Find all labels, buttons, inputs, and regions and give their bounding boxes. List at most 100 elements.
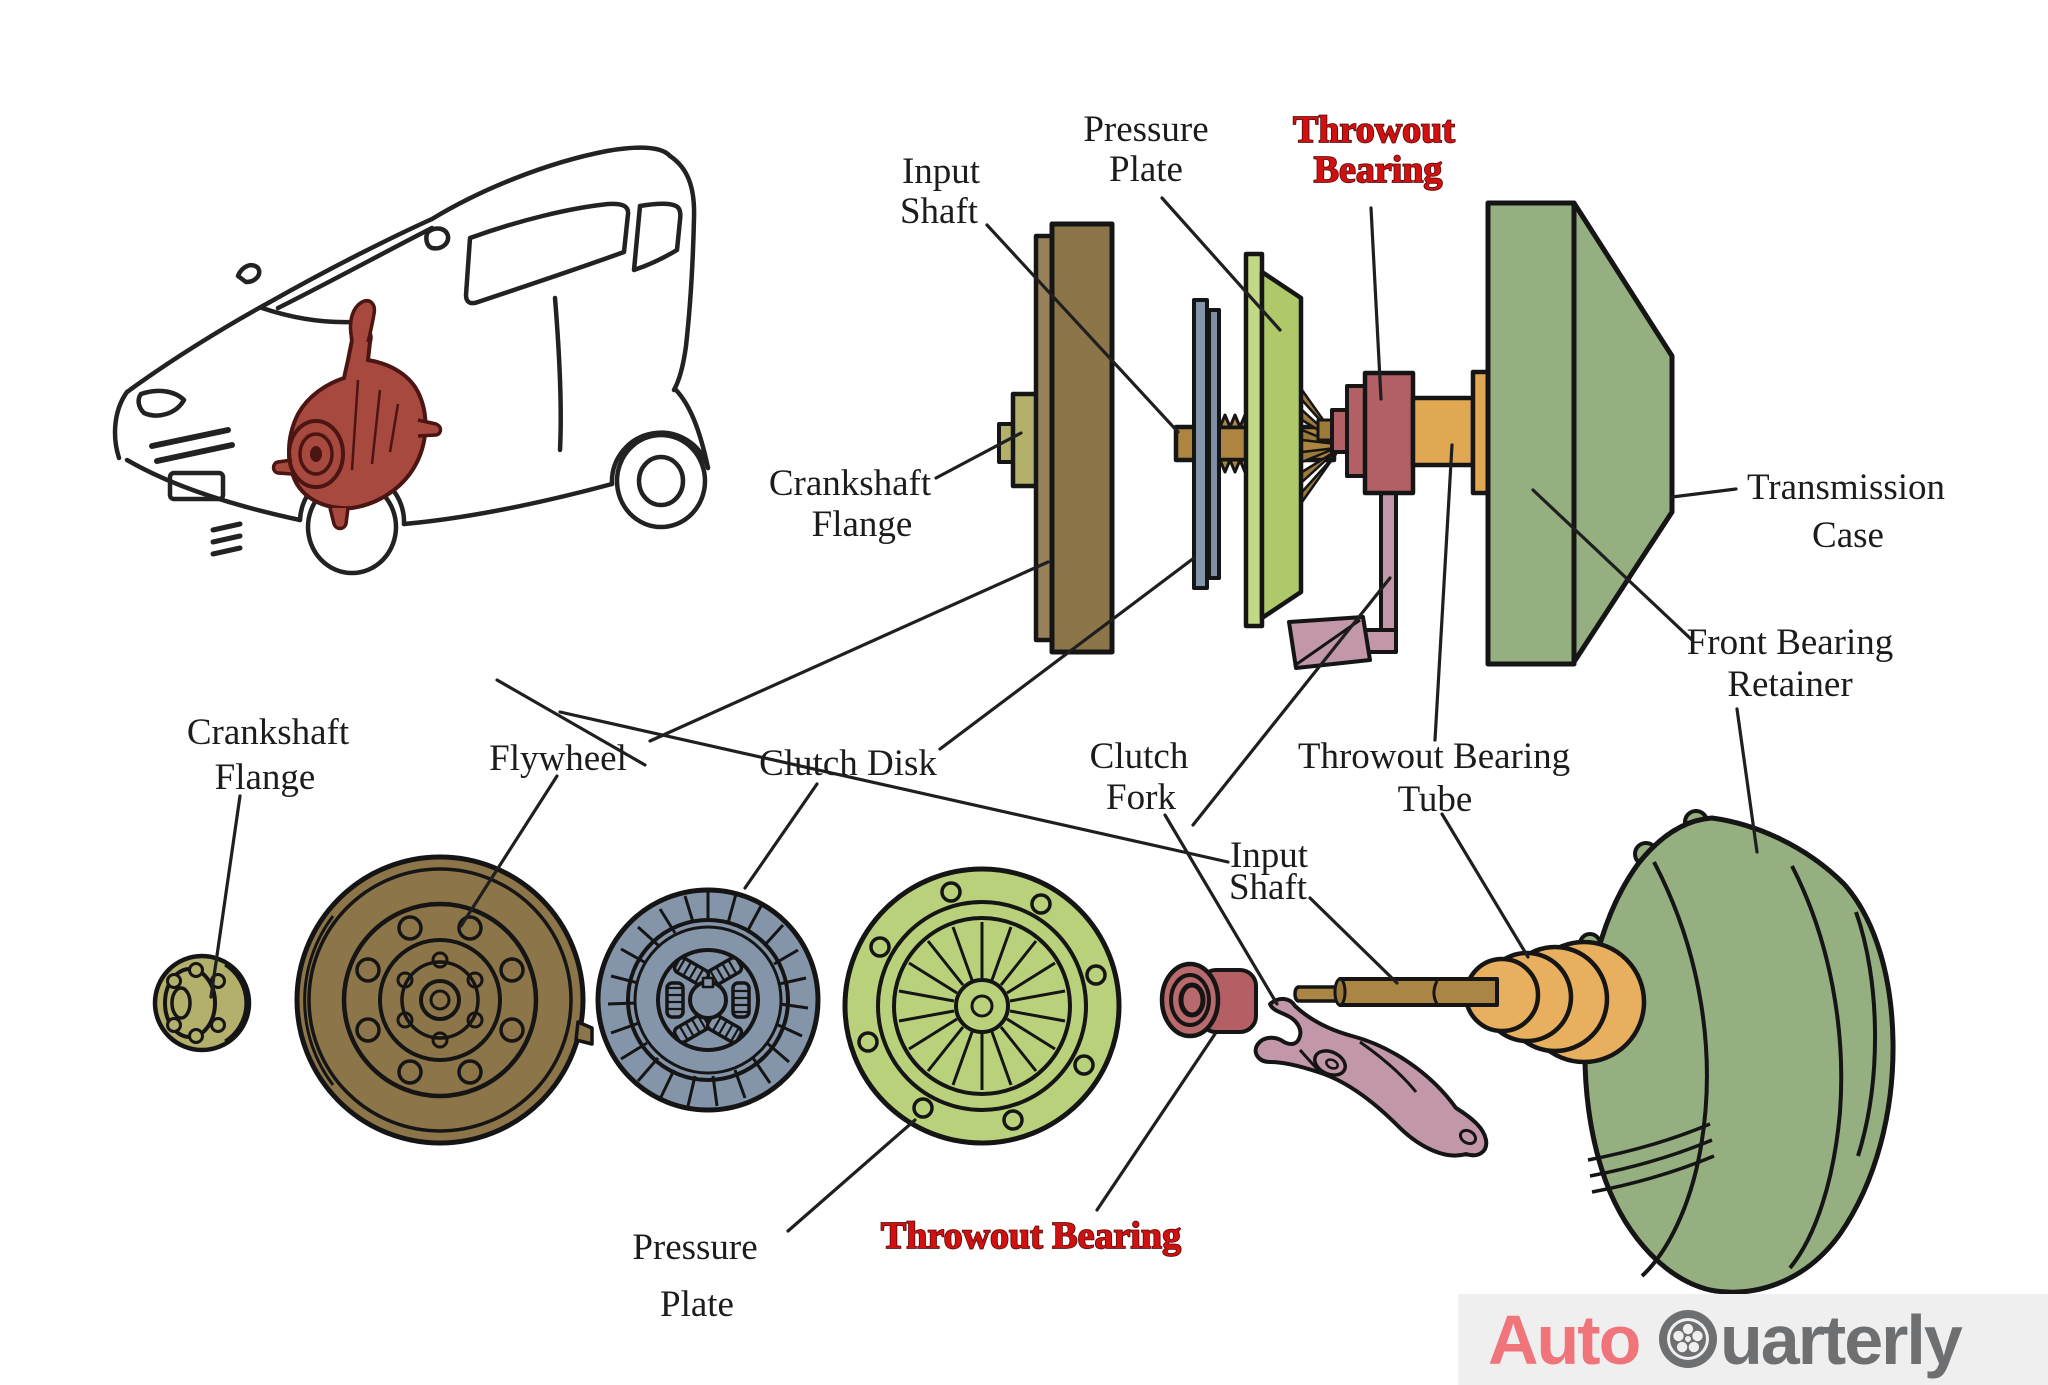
car-hood-line	[112, 299, 273, 461]
case-band-lines	[1587, 1122, 1715, 1194]
label-crankshaft-flange-top-2: Flange	[812, 504, 913, 545]
car-highlighted-transmission	[271, 299, 443, 531]
car-sill-front	[124, 457, 303, 523]
leader-throwout-bearing-top	[1369, 206, 1383, 401]
disk-springs	[665, 956, 751, 1044]
labels: Input Shaft Pressure Plate Throwout Bear…	[187, 108, 1945, 1325]
leader-flywheel-2	[459, 774, 559, 928]
exploded-view	[152, 809, 1896, 1295]
input-shaft-3d	[1293, 977, 1499, 1007]
leader-throwout-bearing-bottom	[1095, 1032, 1217, 1212]
transmission-case-3d	[1578, 809, 1896, 1295]
label-front-bearing-retainer-1: Front Bearing	[1687, 622, 1894, 663]
logo-background	[1458, 1294, 2048, 1385]
label-pressure-plate-bottom-1: Pressure	[632, 1227, 757, 1268]
flywheel-side	[1033, 221, 1115, 655]
car-rear-lower	[673, 387, 711, 471]
fork-body	[1253, 997, 1489, 1158]
flywheel-inner-bolts	[396, 951, 484, 1049]
case-crease-2	[1788, 865, 1844, 1270]
car-rear-wheel	[614, 432, 708, 530]
label-throwout-bearing-bottom: Throwout Bearing	[881, 1215, 1181, 1257]
case-rim	[1854, 911, 1877, 1157]
car-fog-slots	[210, 521, 243, 557]
pressure-plate-3d	[842, 866, 1122, 1146]
flywheel-3d	[294, 854, 594, 1146]
label-throwout-bearing-top-1: Throwout	[1293, 109, 1455, 151]
label-clutch-fork-1: Clutch	[1090, 736, 1189, 777]
label-throwout-bearing-tube-1: Throwout Bearing	[1298, 736, 1570, 777]
leader-short-cross	[495, 678, 647, 767]
case-body	[1582, 815, 1896, 1295]
case-crease-1	[1640, 861, 1709, 1278]
car-a-pillar	[267, 216, 435, 305]
engine-blob	[287, 325, 428, 511]
label-crankshaft-flange-bottom-2: Flange	[215, 757, 316, 798]
clutch-disk-side	[1192, 298, 1221, 590]
leader-lines	[209, 196, 1759, 1233]
logo-text-quarterly: uarterly	[1720, 1301, 1963, 1379]
car-windshield-edge	[275, 225, 435, 311]
throwout-bearing-side	[1330, 370, 1416, 496]
car-cowl-line	[259, 305, 355, 325]
car-rear-line	[667, 153, 697, 393]
leader-crankshaft-flange-bottom	[209, 794, 242, 999]
shaft-step	[1333, 977, 1347, 1007]
logo-text-auto: Auto	[1488, 1301, 1640, 1379]
crankshaft-flange-3d	[152, 953, 252, 1053]
leader-bearing-tube-1	[1433, 443, 1454, 742]
label-input-shaft-top-2: Shaft	[900, 191, 979, 232]
leader-input-shaft-bottom	[1308, 896, 1399, 985]
label-transmission-case-2: Case	[1812, 515, 1884, 556]
side-view-diagram	[997, 200, 1675, 670]
pressure-plate-side	[1243, 251, 1304, 629]
label-input-shaft-bottom-2: Shaft	[1229, 867, 1308, 908]
leader-clutch-fork-1	[1191, 576, 1392, 827]
car-rear-arch	[609, 430, 711, 487]
plate-ears	[857, 881, 1107, 1131]
shaft-tip	[1293, 985, 1344, 1003]
bearing-bore	[1178, 982, 1206, 1018]
car-front-window	[463, 201, 631, 306]
fork-hole-outer	[1313, 1049, 1347, 1077]
car-plate	[167, 470, 226, 502]
disk-friction-segments	[607, 890, 809, 1107]
shaft-segment-line	[1432, 980, 1439, 1005]
car-roof-line	[429, 145, 673, 222]
bellhousing-hub	[310, 446, 322, 462]
shaft-rod	[1338, 977, 1499, 1007]
bearing-ring	[1169, 973, 1211, 1027]
label-crankshaft-flange-top-1: Crankshaft	[769, 463, 932, 504]
label-input-shaft-bottom-1: Input	[1230, 835, 1309, 876]
leader-flywheel-1	[648, 560, 1050, 743]
leader-long-cross	[558, 710, 1230, 864]
leader-input-shaft-top	[985, 223, 1180, 434]
car-headlight	[136, 388, 187, 418]
leader-clutch-disk-1	[938, 556, 1196, 751]
leader-clutch-disk-2	[743, 782, 819, 890]
leader-pressure-plate-bottom	[786, 1118, 917, 1233]
engine-nubs	[271, 418, 443, 531]
label-pressure-plate-top-1: Pressure	[1083, 109, 1208, 150]
bellhousing-ring-outer	[287, 419, 345, 489]
leader-pressure-plate-top	[1160, 196, 1282, 332]
label-pressure-plate-bottom-2: Plate	[660, 1284, 734, 1325]
fork-hole-inner	[1325, 1058, 1339, 1070]
label-clutch-fork-2: Fork	[1106, 777, 1176, 818]
fork-end-hole	[1458, 1128, 1478, 1146]
car-mirror	[424, 226, 451, 251]
plate-sunburst	[898, 922, 1066, 1090]
leader-front-bearing-retainer-2	[1735, 707, 1759, 854]
engine-hatch-lines	[350, 379, 400, 471]
bellhousing-ring-mid	[298, 432, 334, 476]
transmission-case-side	[1485, 200, 1675, 667]
label-flywheel: Flywheel	[489, 738, 627, 779]
car-rear-window	[631, 201, 683, 273]
label-front-bearing-retainer-2: Retainer	[1727, 664, 1852, 705]
logo: Auto uarterly	[1458, 1294, 2048, 1385]
label-input-shaft-top-1: Input	[902, 151, 981, 192]
label-pressure-plate-top-2: Plate	[1109, 149, 1183, 190]
label-clutch-disk: Clutch Disk	[759, 743, 937, 784]
flywheel-bolt-ring	[355, 915, 525, 1085]
